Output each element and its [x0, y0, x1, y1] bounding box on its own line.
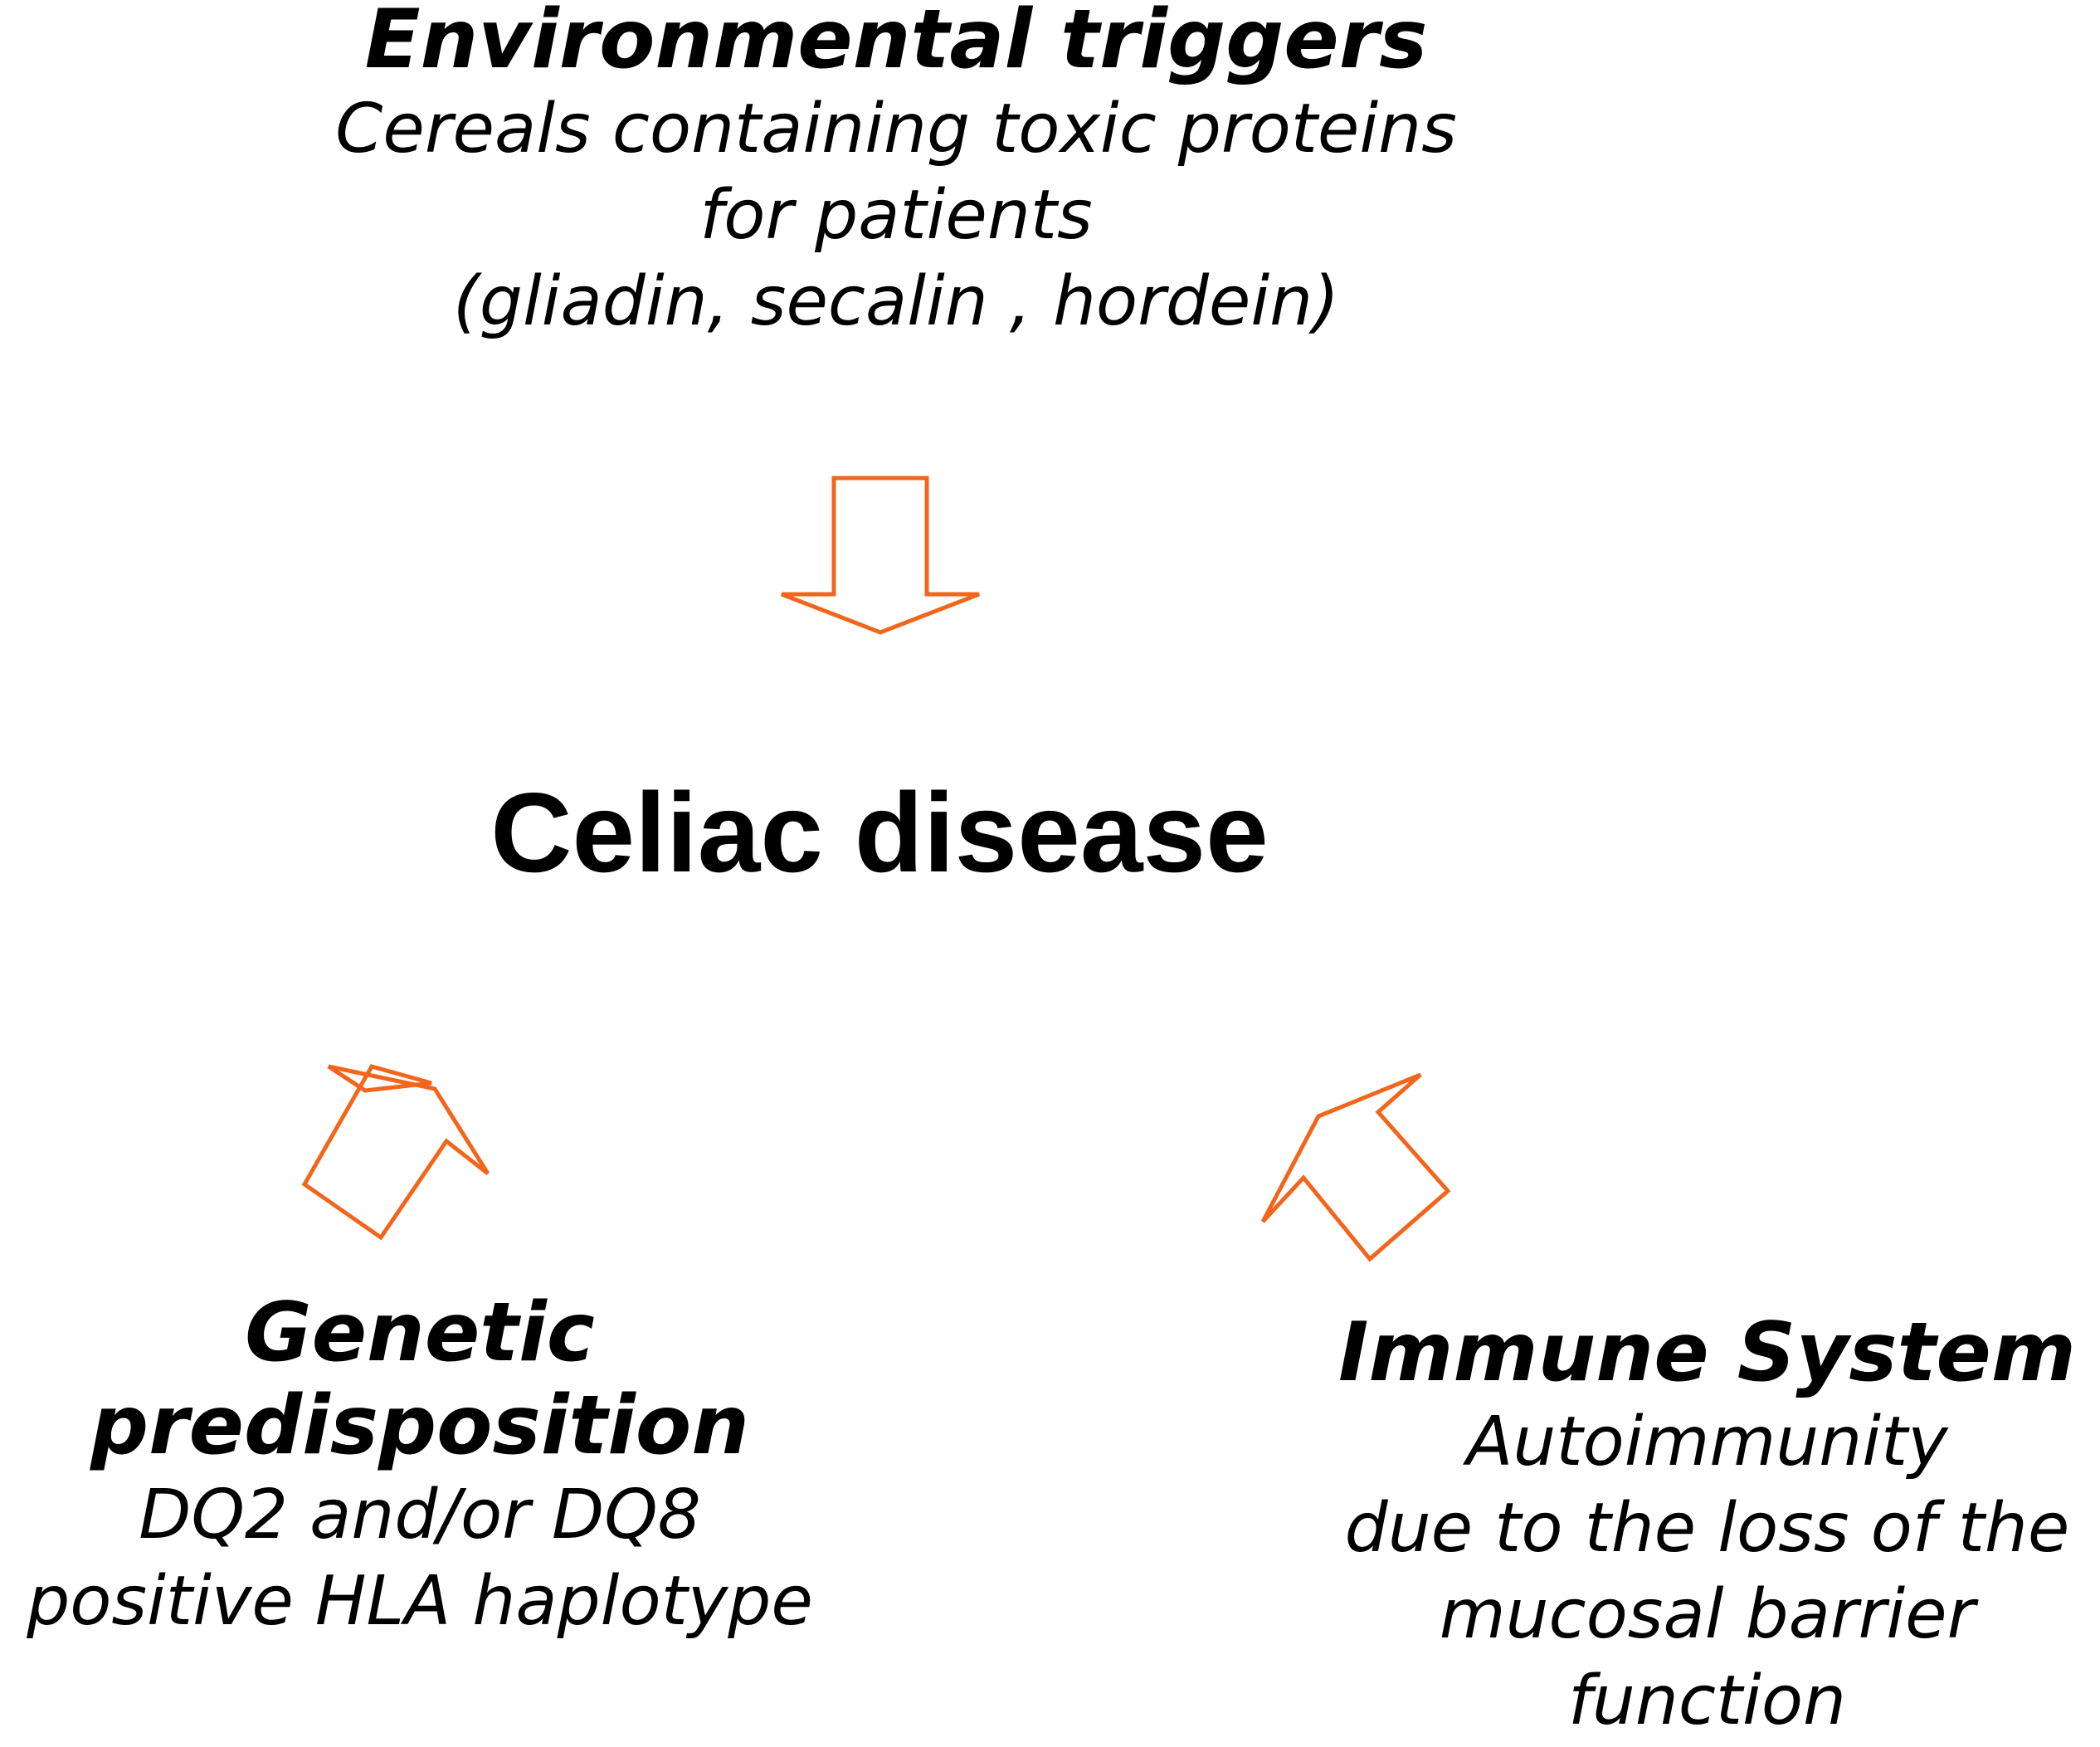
up-arrow-from-immune-system: [1260, 1072, 1451, 1262]
immune-system-line: mucosal barrier: [1439, 1575, 1976, 1654]
genetic-predisposition-line: DQ2 and/or DQ8: [139, 1476, 701, 1554]
immune-system-line: function: [1568, 1662, 1846, 1740]
celiac-disease-label: Celiac disease: [490, 769, 1269, 895]
genetic-predisposition-line: positive HLA haplotype: [27, 1562, 813, 1641]
up-arrow-from-genetic-predisposition: [301, 1064, 490, 1241]
genetic-predisposition-title: predisposition: [90, 1379, 749, 1473]
environmental-triggers-block: Environmental triggers Cereals containin…: [232, 0, 1560, 345]
immune-system-line: due to the loss of the: [1344, 1489, 2070, 1568]
environmental-triggers-title: Environmental triggers: [364, 0, 1428, 87]
environmental-triggers-line: (gliadin, secalin , hordein): [452, 262, 1340, 341]
immune-system-title: Immune System: [1337, 1305, 2077, 1400]
genetic-predisposition-title: Genetic: [245, 1286, 595, 1380]
down-arrow-from-environmental-triggers: [781, 476, 980, 635]
environmental-triggers-line: for patients: [699, 176, 1093, 255]
genetic-predisposition-block: Genetic predisposition DQ2 and/or DQ8 po…: [0, 1286, 840, 1645]
environmental-triggers-line: Cereals containing toxic proteins: [335, 90, 1457, 168]
immune-system-line: Autoimmunity: [1466, 1403, 1948, 1481]
immune-system-block: Immune System Autoimmunity due to the lo…: [1319, 1306, 2095, 1745]
